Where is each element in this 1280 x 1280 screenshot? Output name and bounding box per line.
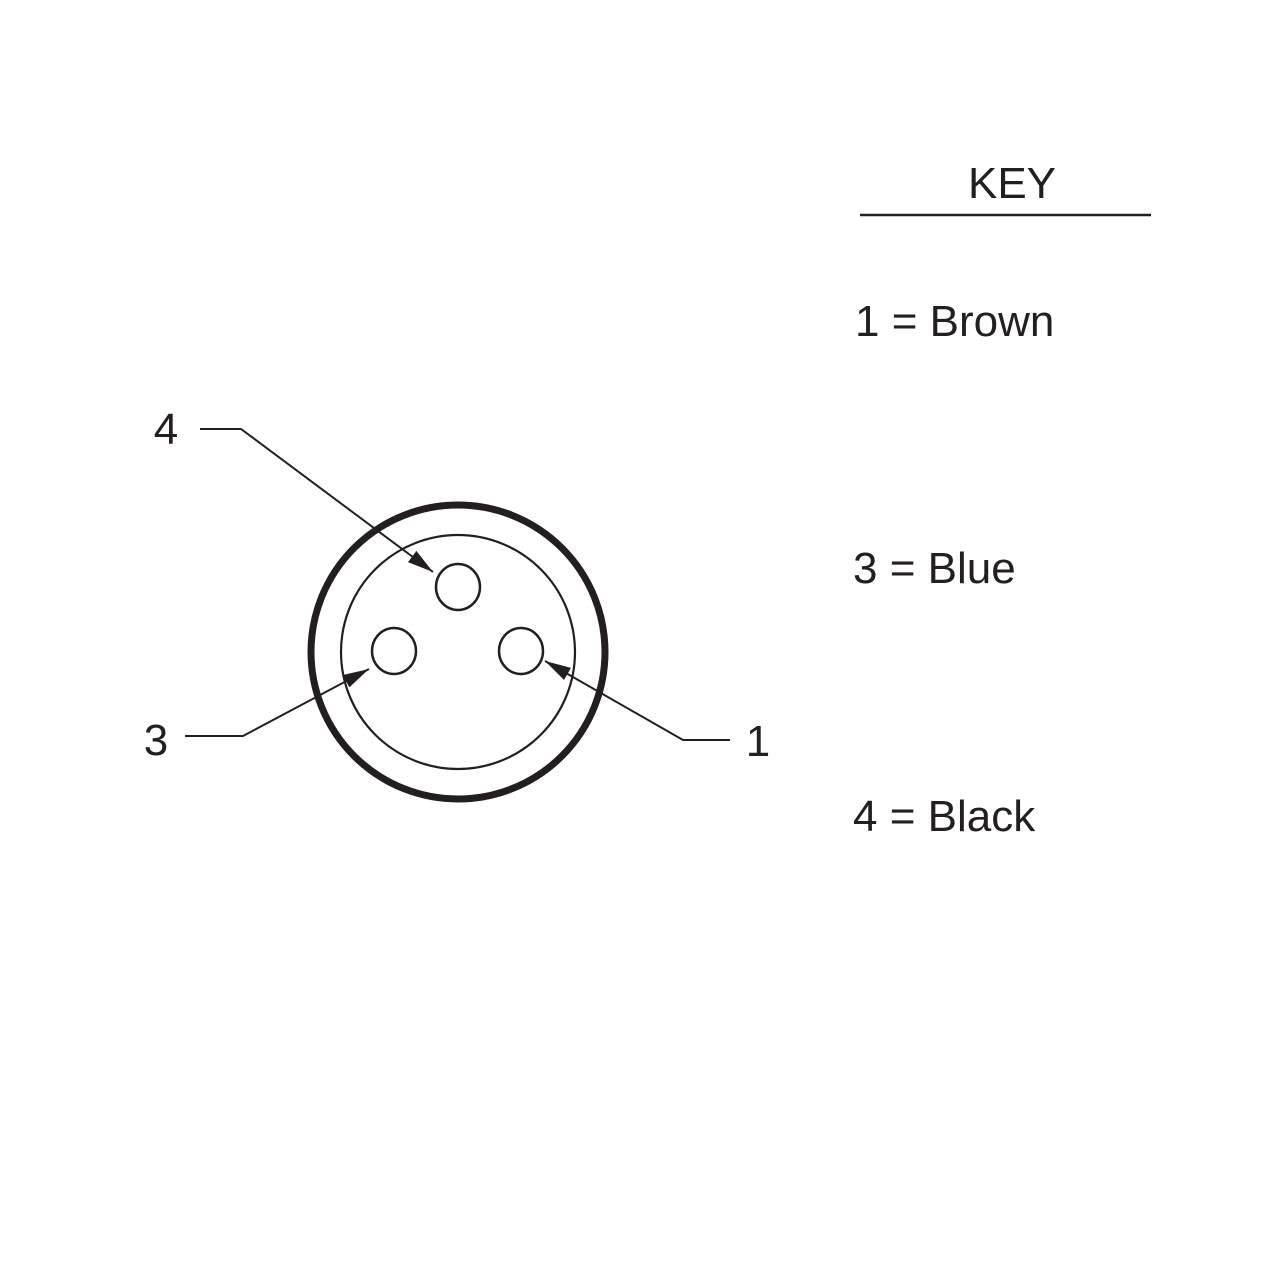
- key-legend: KEY 1 = Brown 3 = Blue 4 = Black: [853, 159, 1151, 841]
- connector-outer-ring: [307, 501, 609, 803]
- pin-4: [434, 562, 482, 612]
- leader-line-pin-1: [544, 660, 730, 741]
- leader-line-pin-3: [185, 668, 370, 737]
- connector-face: [307, 501, 609, 803]
- pin-3: [370, 626, 418, 676]
- key-title: KEY: [968, 159, 1056, 208]
- pin-label-4: 4: [154, 405, 178, 454]
- pin-label-3: 3: [144, 716, 168, 765]
- pin-1: [497, 626, 545, 676]
- key-item: 1 = Brown: [855, 297, 1054, 346]
- pin-label-1: 1: [746, 717, 770, 766]
- key-item: 4 = Black: [853, 792, 1036, 841]
- connector-inner-ring: [339, 533, 577, 771]
- key-item: 3 = Blue: [853, 544, 1016, 593]
- leader-line-pin-4: [200, 428, 434, 573]
